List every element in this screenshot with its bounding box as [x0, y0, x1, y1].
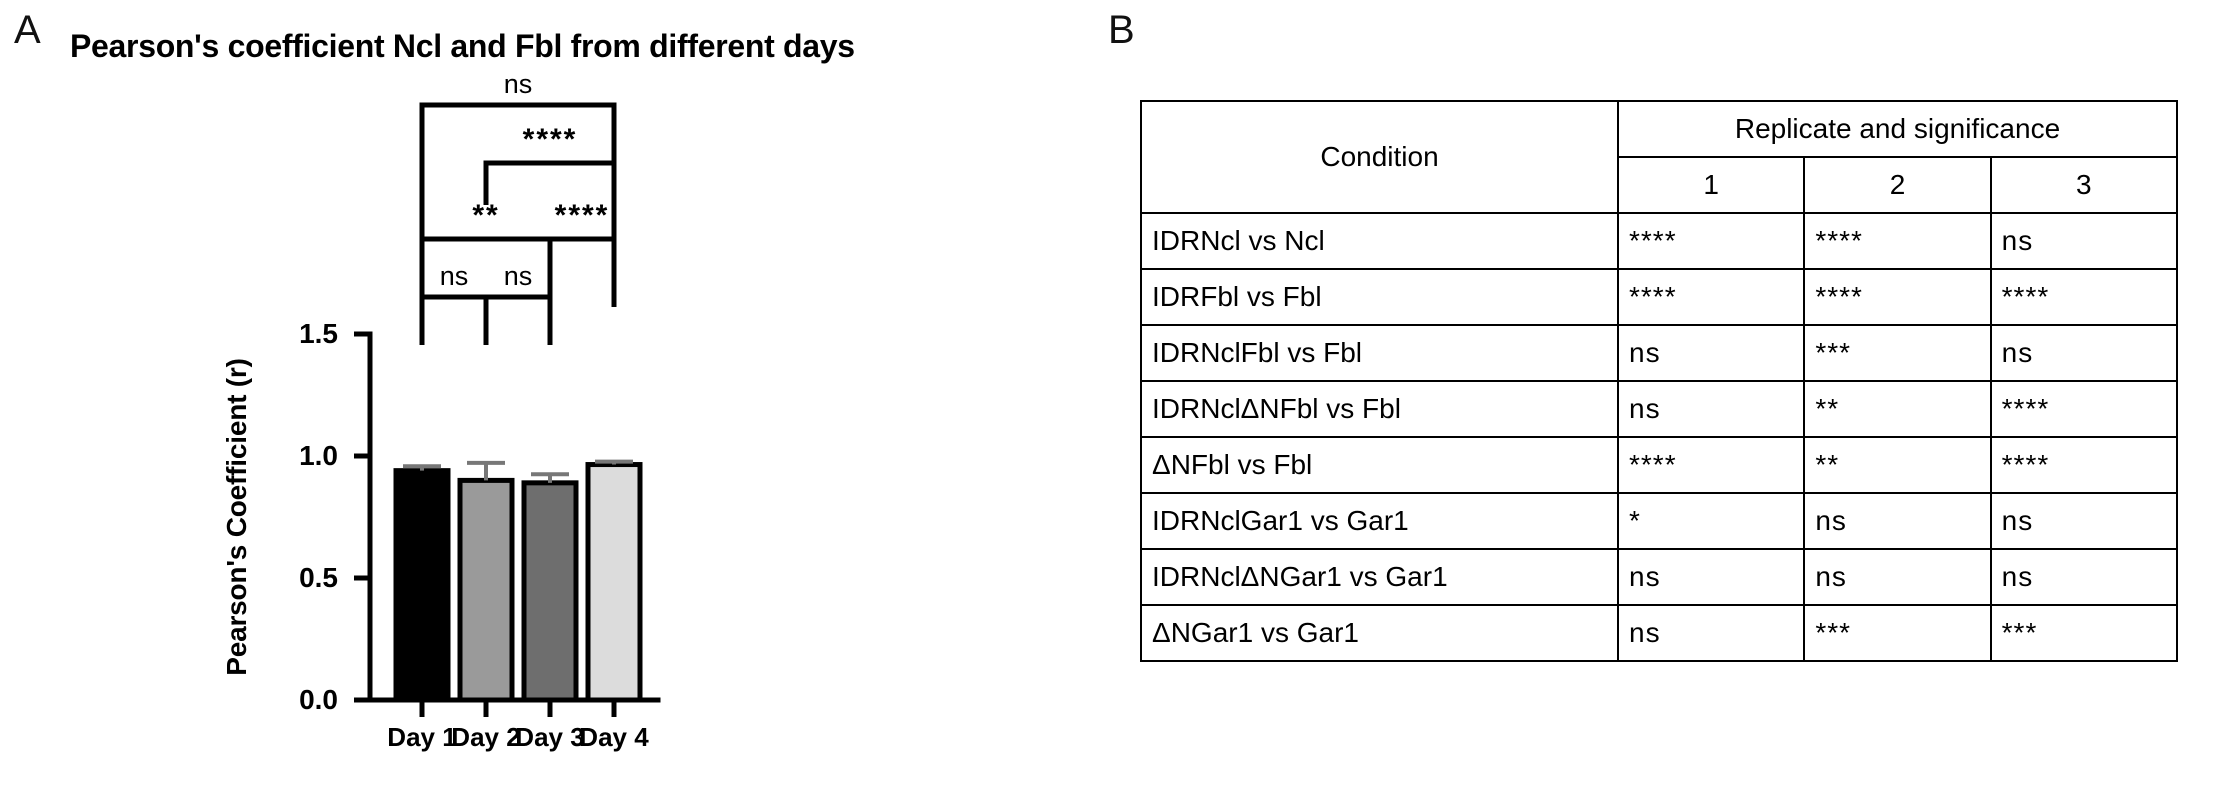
- condition-cell: IDRNclΔNFbl vs Fbl: [1140, 380, 1619, 438]
- bar-chart-plot: [0, 0, 1100, 789]
- header-condition: Condition: [1140, 100, 1619, 214]
- y-tick-label: 0.0: [299, 684, 338, 715]
- condition-cell: IDRNcl vs Ncl: [1140, 212, 1619, 270]
- condition-cell: ΔNGar1 vs Gar1: [1140, 604, 1619, 662]
- bar: [585, 462, 643, 703]
- x-tick-label: Day 2: [451, 722, 521, 752]
- significance-cell: ns: [1616, 548, 1806, 606]
- significance-cell: ns: [1803, 548, 1992, 606]
- condition-cell: IDRFbl vs Fbl: [1140, 268, 1619, 326]
- bar: [521, 480, 579, 703]
- y-tick-label: 0.5: [299, 562, 338, 593]
- header-replicate-3: 3: [1989, 156, 2179, 214]
- significance-label-stars: ****: [554, 199, 610, 232]
- bar: [457, 477, 515, 703]
- significance-bracket: [419, 294, 489, 345]
- significance-cell: ****: [1989, 268, 2179, 326]
- condition-cell: IDRNclΔNGar1 vs Gar1: [1140, 548, 1619, 606]
- panel-letter-a: A: [14, 8, 41, 52]
- significance-cell: ****: [1616, 436, 1806, 494]
- header-replicate-group: Replicate and significance: [1617, 100, 2178, 158]
- table-row: IDRFbl vs Fbl************: [1140, 268, 2179, 326]
- error-bar: [531, 472, 569, 483]
- significance-bracket: [547, 236, 617, 307]
- significance-bracket: [483, 294, 553, 345]
- significance-cell: ns: [1989, 324, 2179, 382]
- significance-cell: ***: [1989, 604, 2179, 662]
- error-bar: [403, 464, 441, 471]
- significance-cell: *: [1616, 492, 1806, 550]
- condition-cell: IDRNclGar1 vs Gar1: [1140, 492, 1619, 550]
- significance-cell: **: [1803, 436, 1992, 494]
- error-bar: [595, 459, 633, 465]
- significance-cell: ****: [1989, 436, 2179, 494]
- table-header-row-1: Condition Replicate and significance: [1140, 100, 2178, 214]
- header-replicate-2: 2: [1803, 156, 1992, 214]
- error-bar: [467, 460, 505, 481]
- significance-label-ns: ns: [439, 261, 469, 291]
- chart-svg: [354, 102, 661, 717]
- significance-cell: ns: [1616, 324, 1806, 382]
- significance-cell: ****: [1616, 268, 1806, 326]
- significance-cell: ***: [1803, 604, 1992, 662]
- significance-cell: ns: [1803, 492, 1992, 550]
- x-tick-label: Day 3: [515, 722, 585, 752]
- chart-title: Pearson's coefficient Ncl and Fbl from d…: [70, 28, 855, 64]
- significance-cell: ns: [1989, 548, 2179, 606]
- significance-label-stars: ****: [522, 123, 578, 156]
- significance-cell: ns: [1616, 380, 1806, 438]
- bar: [393, 468, 451, 703]
- significance-cell: ***: [1803, 324, 1992, 382]
- significance-cell: ****: [1803, 212, 1992, 270]
- significance-cell: ****: [1803, 268, 1992, 326]
- y-tick-label: 1.0: [299, 440, 338, 471]
- panel-a-chart: A Pearson's coefficient Ncl and Fbl from…: [0, 0, 1100, 789]
- significance-label-stars: **: [472, 199, 500, 232]
- significance-cell: ns: [1989, 492, 2179, 550]
- significance-cell: **: [1803, 380, 1992, 438]
- condition-cell: ΔNFbl vs Fbl: [1140, 436, 1619, 494]
- x-tick-label: Day 4: [579, 722, 649, 752]
- y-tick-label: 1.5: [299, 318, 338, 349]
- significance-cell: ****: [1989, 380, 2179, 438]
- significance-label-ns: ns: [503, 261, 533, 291]
- panel-letter-b: B: [1108, 8, 1135, 52]
- significance-cell: ns: [1989, 212, 2179, 270]
- condition-cell: IDRNclFbl vs Fbl: [1140, 324, 1619, 382]
- significance-cell: ****: [1616, 212, 1806, 270]
- significance-cell: ns: [1616, 604, 1806, 662]
- significance-label-ns: ns: [503, 69, 533, 99]
- significance-bracket: [483, 160, 617, 205]
- header-replicate-1: 1: [1616, 156, 1806, 214]
- y-axis-label: Pearson's Coefficient (r): [221, 358, 252, 676]
- x-tick-label: Day 1: [387, 722, 457, 752]
- table-row: IDRNcl vs Ncl********ns: [1140, 212, 2179, 270]
- table-row: ΔNFbl vs Fbl**********: [1140, 436, 2179, 494]
